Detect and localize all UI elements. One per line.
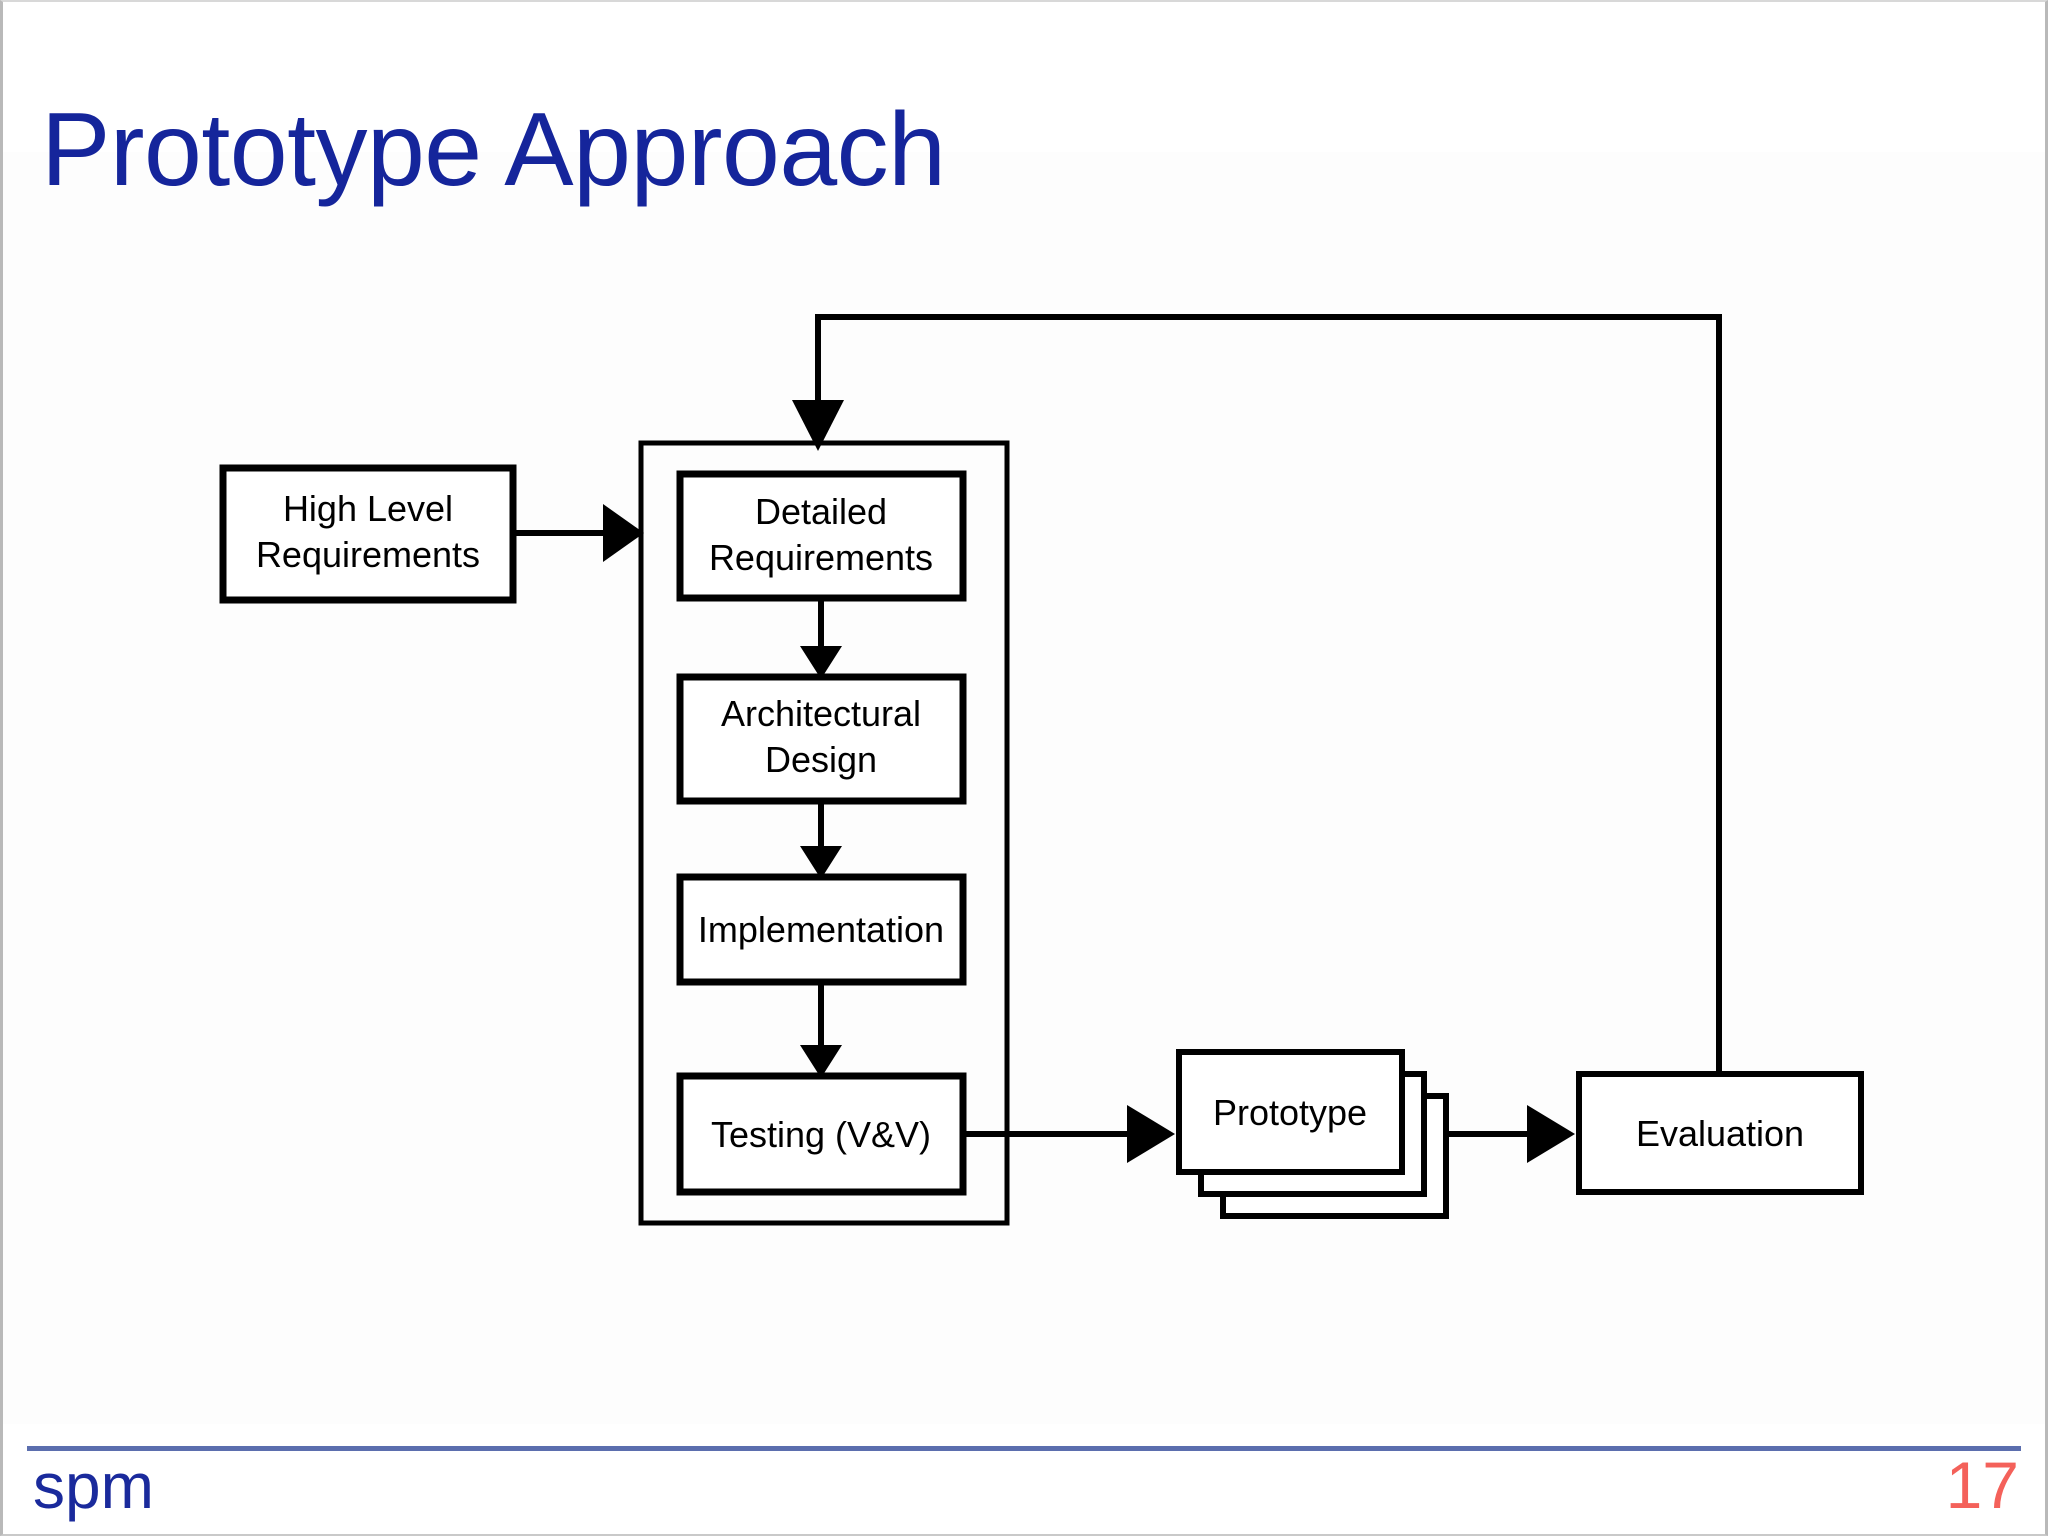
node-evaluation: Evaluation (1576, 1071, 1864, 1195)
architectural-design-label-line1: Architectural (721, 693, 921, 734)
edge-detailed-requirements-to-architectural-design (800, 598, 842, 679)
node-implementation: Implementation (676, 873, 967, 986)
edge-implementation-to-testing (800, 982, 842, 1078)
footer-brand-label: spm (33, 1450, 154, 1522)
node-high-level-requirements: High Level Requirements (219, 464, 517, 604)
node-architectural-design: Architectural Design (676, 673, 967, 805)
node-detailed-requirements: Detailed Requirements (676, 470, 967, 602)
edge-evaluation-to-container (792, 314, 1722, 1074)
edge-prototype-to-evaluation (1446, 1105, 1575, 1163)
prototype-approach-flowchart: High Level Requirements Detailed Require… (219, 314, 1864, 1226)
architectural-design-label-line2: Design (765, 739, 877, 780)
development-container (638, 440, 1010, 1226)
page-title: Prototype Approach (41, 91, 946, 208)
node-testing-v-and-v: Testing (V&V) (676, 1072, 967, 1196)
edge-testing-to-prototype (963, 1105, 1175, 1163)
edge-architectural-design-to-implementation (800, 801, 842, 879)
testing-v-and-v-label: Testing (V&V) (711, 1114, 931, 1155)
prototype-label: Prototype (1213, 1092, 1367, 1133)
node-prototype: Prototype (1176, 1049, 1449, 1219)
detailed-requirements-label-line2: Requirements (709, 537, 933, 578)
detailed-requirements-label-line1: Detailed (755, 491, 887, 532)
edge-hlr-to-container (513, 504, 644, 562)
implementation-label: Implementation (698, 909, 944, 950)
high-level-requirements-label-line2: Requirements (256, 534, 480, 575)
page-number: 17 (1945, 1448, 2019, 1522)
evaluation-label: Evaluation (1636, 1113, 1804, 1154)
high-level-requirements-label-line1: High Level (283, 488, 453, 529)
footer-divider (27, 1446, 2021, 1451)
